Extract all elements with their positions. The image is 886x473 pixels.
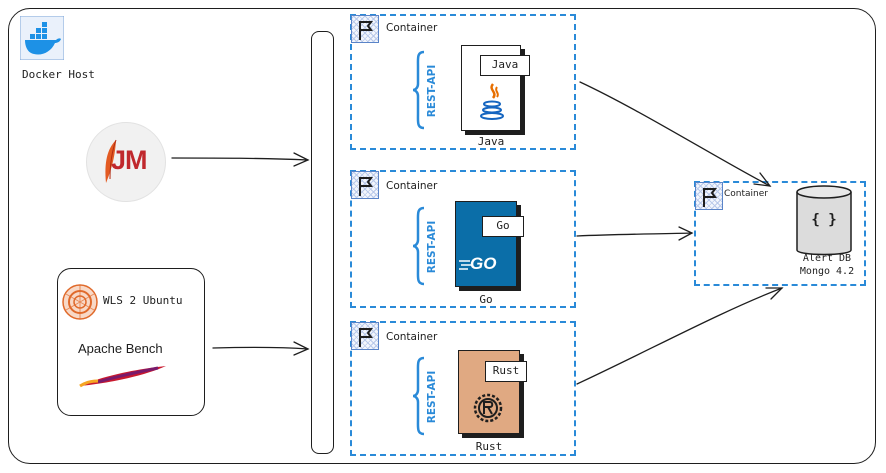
- go-logo-text: GO: [470, 254, 497, 273]
- arrow-java-to-db: [579, 81, 772, 187]
- container-flag-icon: [351, 171, 379, 199]
- arrow-rust-to-db: [576, 287, 784, 385]
- apache-bench-box: [57, 268, 205, 416]
- container-flag-icon: [351, 15, 379, 43]
- db-name-label: Alert DB: [802, 253, 852, 264]
- arrow-bench-to-lb: [212, 341, 310, 356]
- go-doc: GO: [455, 201, 517, 287]
- docker-host-frame: [8, 8, 876, 464]
- java-container: [350, 14, 576, 150]
- go-tag: Go: [482, 216, 524, 237]
- java-label: Java: [477, 135, 505, 148]
- rest-api-brace: [412, 356, 426, 436]
- container-flag-icon: [351, 322, 379, 350]
- container-title: Container: [386, 180, 438, 192]
- arrow-go-to-db: [576, 226, 694, 241]
- container-title: Container: [386, 22, 438, 34]
- rest-api-brace: [412, 50, 426, 130]
- db-braces-icon: { }: [811, 212, 837, 228]
- go-speed-lines-icon: [459, 260, 471, 270]
- apache-bench-label: Apache Bench: [78, 341, 163, 356]
- container-flag-icon: [695, 182, 723, 210]
- container-title: Container: [724, 189, 768, 199]
- feather-icon: [105, 139, 117, 183]
- ubuntu-icon: [62, 284, 98, 320]
- database-icon: [795, 184, 853, 258]
- jmeter-logo: JM: [86, 122, 166, 202]
- db-version-label: Mongo 4.2: [799, 266, 855, 277]
- docker-icon: [19, 15, 65, 61]
- java-icon: [480, 83, 504, 120]
- arrow-jmeter-to-lb: [171, 152, 310, 167]
- jmeter-logo-text: JM: [111, 145, 148, 175]
- docker-host-label: Docker Host: [22, 68, 95, 81]
- go-container: [350, 170, 576, 308]
- container-title: Container: [386, 331, 438, 343]
- apache-feather-icon: [78, 364, 168, 388]
- load-balancer-bar: [311, 31, 334, 454]
- rust-label: Rust: [475, 440, 503, 453]
- rust-tag: Rust: [485, 361, 527, 382]
- db-container: [694, 181, 866, 286]
- go-label: Go: [479, 293, 493, 306]
- rust-container: [350, 321, 576, 456]
- ubuntu-label: WLS 2 Ubuntu: [103, 294, 183, 307]
- rest-api-brace: [412, 206, 426, 286]
- rust-icon: [473, 393, 503, 423]
- java-tag: Java: [480, 55, 530, 76]
